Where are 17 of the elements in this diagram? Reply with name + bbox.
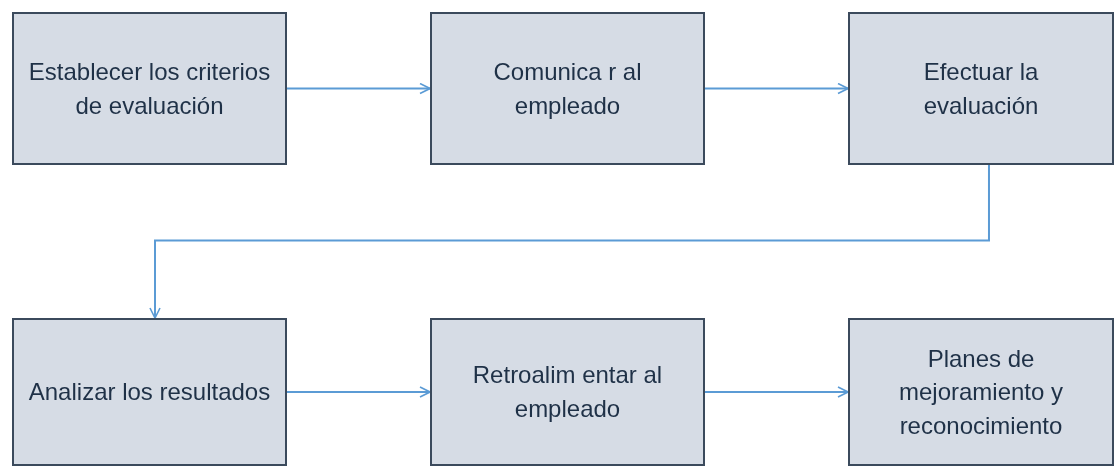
step-text: Retroalim entar al empleado [471, 360, 664, 424]
step-text: Planes de mejoramiento y reconocimiento [897, 343, 1065, 441]
process-box [848, 318, 1114, 466]
arrow [286, 82, 431, 95]
process-box [430, 12, 705, 165]
process-box [430, 318, 705, 466]
process-box [12, 12, 287, 165]
step-text: Analizar los resultados [28, 377, 271, 408]
step-text: Establecer los criterios de evaluación [28, 56, 271, 121]
arrow [286, 386, 431, 398]
arrow [149, 164, 990, 319]
process-box [848, 12, 1114, 165]
process-box [12, 318, 287, 466]
arrow [704, 386, 849, 398]
step-text: Comunica r al empleado [492, 56, 643, 121]
arrow [704, 82, 849, 95]
step-text: Efectuar la evaluación [922, 56, 1040, 121]
